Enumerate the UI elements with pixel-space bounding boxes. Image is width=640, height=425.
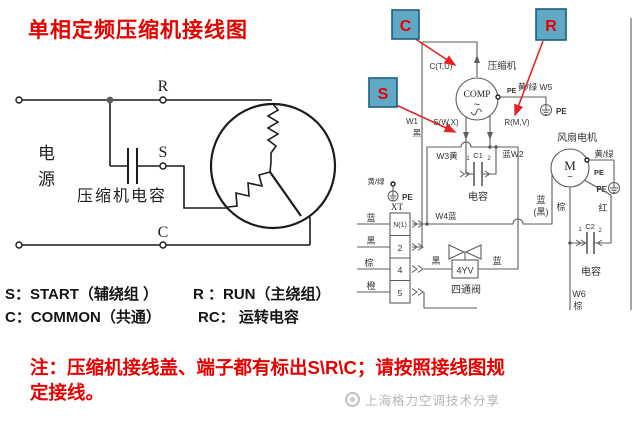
wiring	[15, 96, 311, 249]
callout-box-c	[391, 9, 420, 40]
capacitor-c1: 1 C1 2 电容 W3黄 蓝W2	[436, 147, 524, 203]
motor-symbol	[209, 102, 337, 230]
c1-name: C1	[473, 151, 483, 160]
valve-name: 4YV	[456, 266, 473, 276]
callout-c-label: C	[400, 18, 412, 35]
xt-wire-color-blue: 蓝	[366, 212, 375, 223]
fan-red-label: 红	[598, 202, 607, 213]
ground-symbol-comp	[540, 104, 552, 116]
xt-pe-label: PE	[402, 193, 413, 202]
node-wiring: W4蓝	[412, 141, 553, 270]
terminal-c-label: C	[158, 224, 169, 241]
valve-right-color: 蓝	[492, 255, 501, 266]
w5-wire-label: 黄/绿 W5	[518, 82, 553, 92]
xt-row-n1: N(1)	[393, 222, 407, 229]
fan-blue2-label: (黑)	[534, 207, 549, 217]
w2-label: 蓝W2	[502, 149, 524, 159]
fan-pe-wire-label: 黄/绿	[594, 149, 614, 159]
legend-start: S：START（辅绕组 ）	[5, 286, 159, 303]
w4-label: W4蓝	[435, 211, 457, 221]
c1-terminal-2: 2	[487, 156, 491, 162]
comp-c-terminal: C(T,U)	[429, 62, 452, 71]
w1-label: W1	[406, 117, 419, 126]
comp-label: COMP	[464, 90, 491, 100]
comp-r-terminal: R(M,V)	[504, 118, 530, 127]
watermark: 上海格力空调技术分享	[345, 390, 500, 409]
callout-box-r	[535, 8, 567, 41]
c1-terminal-1: 1	[466, 156, 470, 162]
fan-brown-label: 棕	[556, 201, 565, 212]
ground-symbol-xt	[387, 190, 399, 202]
callout-s-label: S	[378, 86, 389, 103]
valve-left-color: 黑	[431, 256, 440, 266]
c1-label: 电容	[468, 190, 488, 203]
legend-common: C：COMMON（共通）	[5, 309, 161, 326]
fan-blue-label: 蓝	[536, 194, 545, 205]
xt-row-4: 4	[398, 265, 403, 275]
note-line2: 定接线。	[30, 381, 105, 403]
w6-color: 棕	[573, 300, 582, 311]
xt-row-2: 2	[398, 243, 403, 253]
c2-label: 电容	[581, 265, 601, 278]
xt-wire-color-orange: 橙	[366, 280, 375, 291]
xt-wire-color-black: 黑	[366, 236, 375, 246]
watermark-logo-icon	[345, 392, 360, 407]
terminal-block: XT N(1) 2 4 5 蓝 黑 棕 橙 黄/绿	[357, 176, 477, 309]
fan-m-label: M	[564, 158, 576, 173]
compressor-label: 压缩机	[488, 60, 517, 72]
fan-title: 风扇电机	[557, 131, 597, 144]
note-line1: 注：压缩机接线盖、端子都有标出S\R\C；请按照接线图规	[30, 357, 505, 378]
four-way-valve: 黑 4YV 四通阀 蓝	[424, 244, 502, 296]
fan-motor-circuit: 风扇电机 M ~ 黄/绿 PE PE 蓝 (黑) 棕 红 W6 棕	[534, 131, 620, 311]
power-source-label: 电源	[38, 144, 55, 189]
legend-run: R ：RUN（主绕组）	[193, 286, 331, 303]
c2-terminal-2: 2	[598, 228, 602, 234]
right-wiring-diagram: COMP ~ C(T,U) 压缩机 W1 黑 S(W,X) R(M,V) PE …	[357, 8, 632, 311]
valve-label: 四通阀	[451, 283, 481, 296]
terminal-r-label: R	[158, 78, 169, 95]
w1-color: 黑	[413, 128, 422, 138]
xt-row-5: 5	[398, 288, 403, 298]
terminal-s-label: S	[159, 144, 168, 161]
w6-label: W6	[572, 289, 586, 299]
left-schematic: R S C	[15, 78, 337, 249]
note: 注：压缩机接线盖、端子都有标出S\R\C；请按照接线图规 定接线。	[30, 356, 618, 406]
xt-label: XT	[391, 202, 403, 212]
legend-rc: RC： 运转电容	[198, 309, 299, 326]
ground-symbol-fan	[608, 182, 620, 194]
xt-wire-color-brown: 棕	[364, 257, 373, 268]
capacitor-c2: 1 C2 2 电容	[570, 222, 602, 278]
c2-name: C2	[585, 222, 595, 231]
comp-ac-symbol: ~	[474, 99, 480, 111]
callout-boxes: C R S	[368, 8, 567, 108]
watermark-text: 上海格力空调技术分享	[365, 394, 501, 408]
fan-pe-small: PE	[594, 168, 604, 177]
callout-box-s	[368, 77, 398, 108]
comp-s-terminal: S(W,X)	[433, 118, 459, 127]
fan-ac-symbol: ~	[567, 172, 573, 183]
comp-pe-ground-label: PE	[556, 107, 567, 116]
comp-pe-small: PE	[507, 88, 517, 95]
xt-pe-wire-label: 黄/绿	[367, 176, 385, 186]
compressor-circuit: COMP ~ C(T,U) 压缩机 W1 黑 S(W,X) R(M,V) PE …	[406, 41, 567, 248]
c2-terminal-1: 1	[578, 227, 582, 233]
callout-r-label: R	[545, 18, 557, 35]
page-title: 单相定频压缩机接线图	[28, 19, 248, 42]
w3-label: W3黄	[436, 151, 458, 161]
compressor-capacitor-label: 压缩机电容	[77, 188, 168, 205]
callout-arrows	[393, 37, 544, 133]
